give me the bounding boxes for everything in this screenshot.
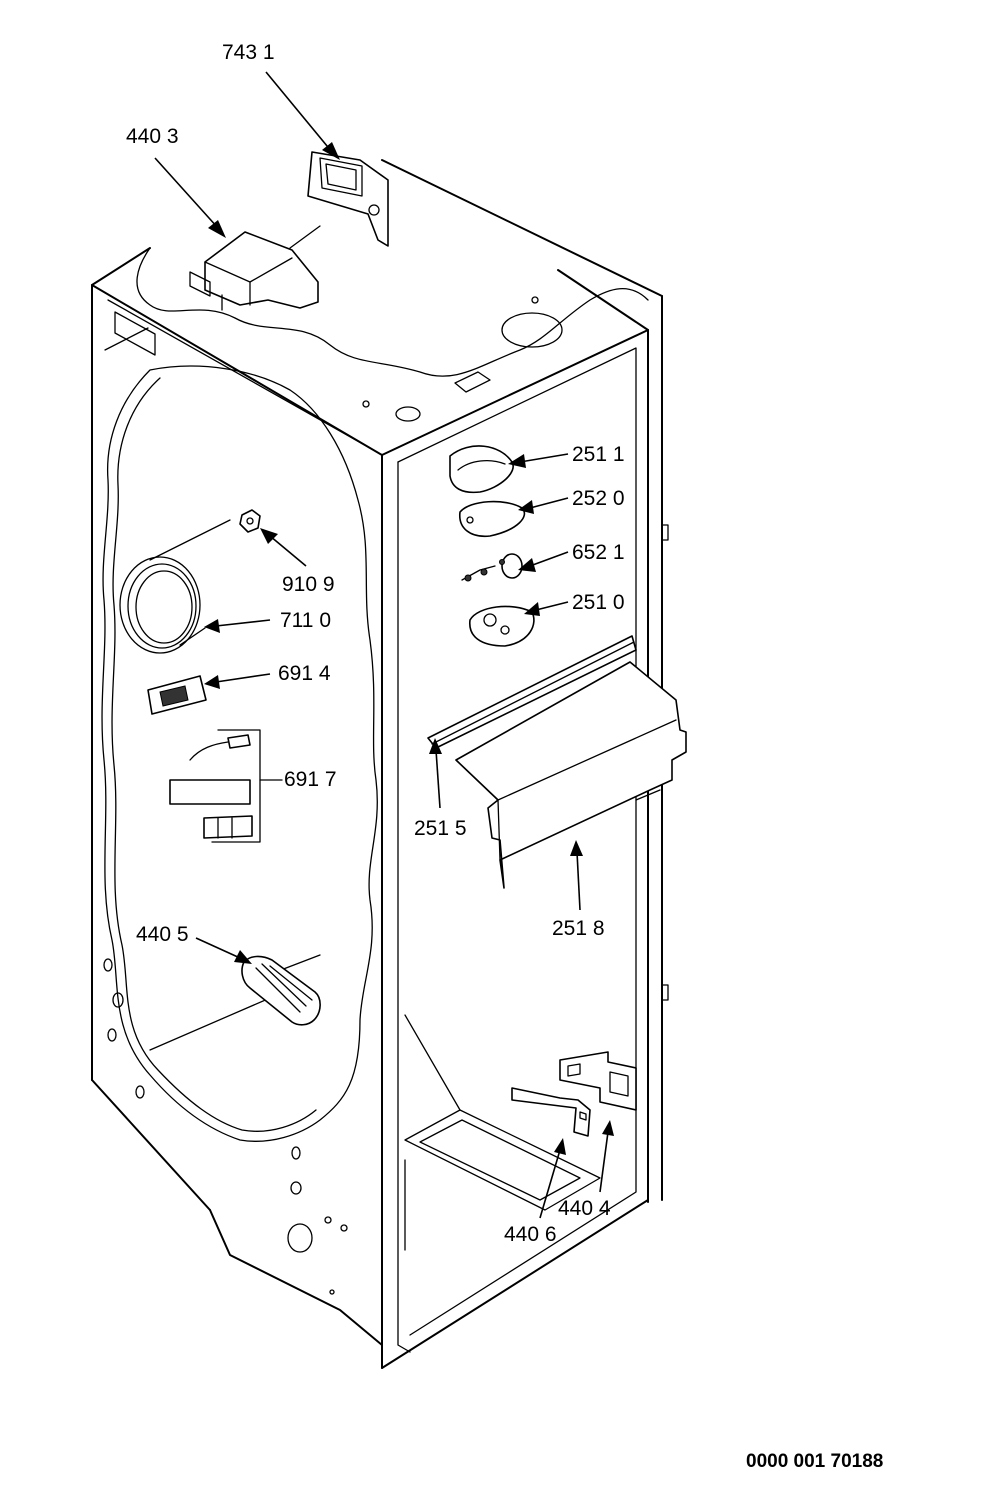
part-251-0-housing <box>469 605 535 647</box>
callout-251-0: 251 0 <box>572 591 625 614</box>
callout-251-8: 251 8 <box>552 917 605 940</box>
part-743-1-bracket <box>307 151 389 247</box>
part-251-1-cover <box>449 445 514 494</box>
part-691-4-switch <box>147 675 207 715</box>
part-251-8-panel <box>455 661 687 889</box>
part-440-6-bracket <box>511 1087 591 1137</box>
callout-251-1: 251 1 <box>572 443 625 466</box>
callout-440-6: 440 6 <box>504 1223 557 1246</box>
callout-440-5: 440 5 <box>136 923 189 946</box>
callout-691-7: 691 7 <box>284 768 337 791</box>
document-number: 0000 001 70188 <box>746 1451 884 1472</box>
part-440-4-bracket <box>559 1051 637 1111</box>
callout-251-5: 251 5 <box>414 817 467 840</box>
part-440-5-grille <box>241 955 321 1026</box>
part-252-0-lens <box>459 500 526 537</box>
part-711-0-wire-coil <box>119 519 231 654</box>
callout-743-1: 743 1 <box>222 41 275 64</box>
part-691-7-kit <box>169 729 283 843</box>
callout-711-0: 711 0 <box>280 609 331 632</box>
callout-252-0: 252 0 <box>572 487 625 510</box>
callout-691-4: 691 4 <box>278 662 331 685</box>
cabinet-liner <box>91 159 669 1369</box>
part-910-9-nut <box>239 509 261 533</box>
callout-440-4: 440 4 <box>558 1197 611 1220</box>
callout-652-1: 652 1 <box>572 541 625 564</box>
callout-910-9: 910 9 <box>282 573 335 596</box>
part-652-1-socket <box>461 553 523 582</box>
callout-440-3: 440 3 <box>126 125 179 148</box>
leader-lines <box>154 71 614 1219</box>
part-440-3-housing <box>189 225 321 311</box>
